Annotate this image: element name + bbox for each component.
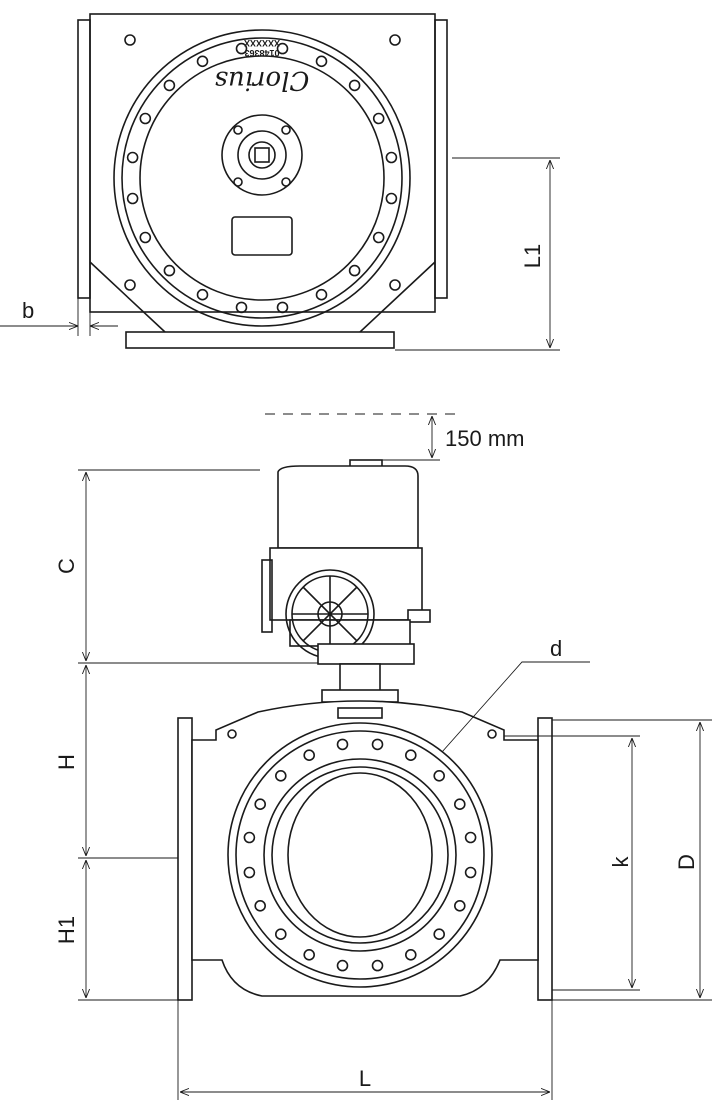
left-side-flange xyxy=(77,19,91,299)
left-extension-lines xyxy=(78,469,318,1001)
bolt-hole xyxy=(372,231,385,244)
inlet-flange xyxy=(177,717,193,1001)
base-plate xyxy=(125,331,395,349)
main-flange-outer xyxy=(113,29,411,327)
handwheel-hub xyxy=(317,601,343,627)
cover-plate xyxy=(139,55,385,301)
main-flange-rim xyxy=(121,37,403,319)
seat-ring-inner xyxy=(271,766,449,944)
bolt-hole xyxy=(336,959,349,972)
bolt-hole xyxy=(404,749,417,762)
brand-logo: Clorius xyxy=(215,65,310,95)
shaft-boss-bolts xyxy=(233,125,291,187)
L1-extension-lines xyxy=(395,157,560,351)
shaft-hub xyxy=(248,141,276,169)
bolt-hole xyxy=(348,264,361,277)
nameplate xyxy=(231,216,293,256)
dim-label-L1: L1 xyxy=(520,244,545,268)
valve-body xyxy=(191,700,539,997)
serial-code: XXXXXX xyxy=(244,38,280,48)
base-supports xyxy=(89,261,436,333)
bolt-hole xyxy=(315,288,328,301)
dim-label-C: C xyxy=(54,558,79,574)
shaft-boss-outer xyxy=(221,114,303,196)
bolt-hole xyxy=(464,831,477,844)
front-flange-outer xyxy=(227,722,493,988)
bolt-hole xyxy=(315,55,328,68)
bolt-hole xyxy=(254,899,267,912)
actuator-mount xyxy=(317,643,415,665)
bolt-hole xyxy=(163,264,176,277)
L-extension-lines xyxy=(177,1000,553,1100)
bolt-hole xyxy=(348,79,361,92)
flange-bolt-holes xyxy=(126,42,398,314)
bonnet-bolts xyxy=(227,707,497,739)
right-extension-lines xyxy=(504,719,712,1001)
bolt-hole xyxy=(336,738,349,751)
bolt-hole xyxy=(254,798,267,811)
bore xyxy=(287,772,433,938)
dim-label-150mm: 150 mm xyxy=(445,426,524,451)
d-leader xyxy=(441,661,590,753)
bolt-hole xyxy=(139,231,152,244)
bolt-hole xyxy=(371,959,384,972)
dim-label-D: D xyxy=(674,854,699,870)
front-view: 150 mm xyxy=(54,413,712,1100)
dim-label-H1: H1 xyxy=(54,916,79,944)
bolt-hole xyxy=(243,831,256,844)
bolt-hole xyxy=(126,151,139,164)
bolt-hole xyxy=(453,899,466,912)
seat-ring-outer xyxy=(263,758,457,952)
shaft-square xyxy=(254,147,270,163)
bolt-hole xyxy=(372,112,385,125)
bolt-hole xyxy=(196,55,209,68)
bolt-hole xyxy=(303,749,316,762)
bolt-hole xyxy=(453,798,466,811)
yoke-stem xyxy=(339,663,381,693)
housing-corner-bolts xyxy=(124,34,401,291)
bolt-hole xyxy=(196,288,209,301)
bolt-hole xyxy=(235,301,248,314)
handwheel-spokes xyxy=(292,576,368,652)
top-view: Clorius 0148363 XXXXXX b L1 xyxy=(0,13,560,351)
bolt-hole xyxy=(163,79,176,92)
actuator-body xyxy=(269,547,423,621)
dim-label-d: d xyxy=(550,636,562,661)
actuator xyxy=(261,459,431,665)
bolt-hole xyxy=(243,866,256,879)
actuator-cover xyxy=(277,465,419,549)
housing-body xyxy=(89,13,436,313)
bolt-hole xyxy=(433,928,446,941)
dim-label-L: L xyxy=(359,1066,371,1091)
shaft-boss-inner xyxy=(237,130,287,180)
bolt-hole xyxy=(371,738,384,751)
bolt-hole xyxy=(303,948,316,961)
actuator-lever xyxy=(261,559,273,633)
right-side-flange xyxy=(434,19,448,299)
b-extension-lines xyxy=(77,298,91,336)
dim-label-k: k xyxy=(608,856,633,868)
front-flange-rim xyxy=(235,730,485,980)
bolt-hole xyxy=(385,151,398,164)
outlet-flange xyxy=(537,717,553,1001)
bolt-hole xyxy=(274,769,287,782)
bolt-hole xyxy=(464,866,477,879)
dim-label-b: b xyxy=(22,298,34,323)
dim-label-H: H xyxy=(54,754,79,770)
bolt-hole xyxy=(433,769,446,782)
bolt-hole xyxy=(126,192,139,205)
front-flange-bolt-holes xyxy=(243,738,477,972)
bolt-hole xyxy=(139,112,152,125)
actuator-connector xyxy=(407,609,431,623)
bolt-hole xyxy=(385,192,398,205)
bolt-hole xyxy=(235,42,248,55)
bolt-hole xyxy=(274,928,287,941)
bolt-hole xyxy=(276,42,289,55)
bolt-hole xyxy=(404,948,417,961)
serial-number: 0148363 xyxy=(244,48,279,58)
bolt-hole xyxy=(276,301,289,314)
